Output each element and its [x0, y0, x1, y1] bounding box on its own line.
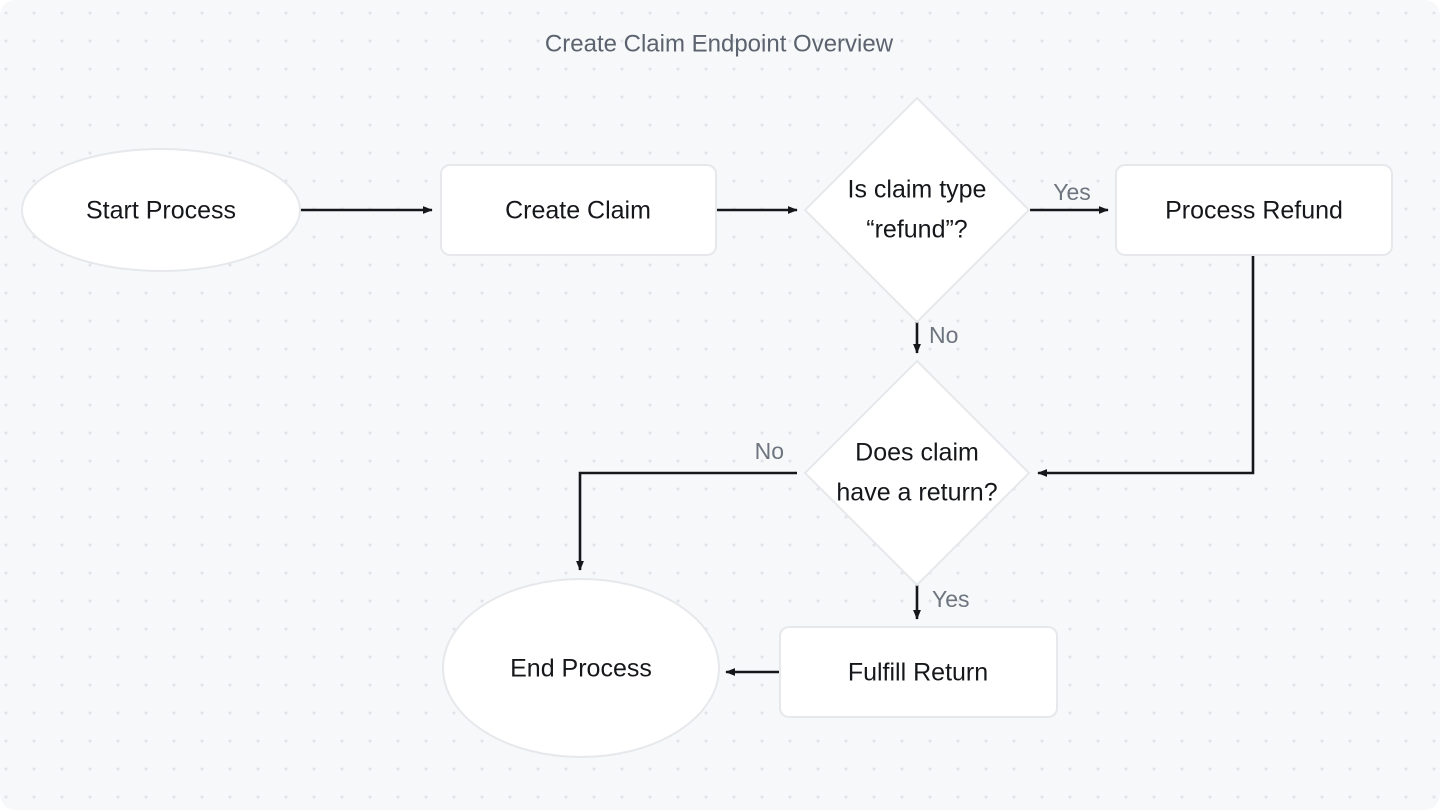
node-create-claim[interactable]: Create Claim: [440, 164, 717, 256]
edge-label-is-refund-yes: Yes: [1053, 179, 1091, 205]
end-process-label: End Process: [510, 655, 652, 683]
node-start-process[interactable]: Start Process: [21, 148, 301, 272]
edge-has-return-no-to-end: [576, 471, 797, 571]
is-refund-label-line2: “refund”?: [866, 216, 967, 244]
start-process-label: Start Process: [86, 197, 236, 225]
is-refund-diamond: [803, 96, 1031, 324]
node-does-claim-have-return[interactable]: Does claim have a return?: [803, 359, 1031, 587]
has-return-label-line1: Does claim: [855, 439, 979, 467]
process-refund-rect: [1115, 164, 1393, 256]
create-claim-label: Create Claim: [505, 197, 651, 225]
create-claim-rect: [440, 164, 717, 256]
end-process-ellipse: [442, 578, 720, 758]
node-fulfill-return[interactable]: Fulfill Return: [779, 626, 1058, 718]
fulfill-return-rect: [779, 626, 1058, 718]
node-is-claim-type-refund[interactable]: Is claim type “refund”?: [803, 96, 1031, 324]
node-end-process[interactable]: End Process: [442, 578, 720, 758]
node-process-refund[interactable]: Process Refund: [1115, 164, 1393, 256]
edge-label-has-return-no: No: [755, 438, 784, 464]
fulfill-return-label: Fulfill Return: [848, 659, 988, 687]
edge-process-refund-to-has-return: [1037, 254, 1255, 477]
edge-label-is-refund-no: No: [929, 322, 958, 348]
process-refund-label: Process Refund: [1165, 197, 1343, 225]
is-refund-label-line1: Is claim type: [848, 176, 987, 204]
edge-label-has-return-yes: Yes: [932, 586, 970, 612]
diagram-title: Create Claim Endpoint Overview: [545, 30, 894, 57]
has-return-label-line2: have a return?: [836, 479, 997, 507]
has-return-diamond: [803, 359, 1031, 587]
start-process-ellipse: [21, 148, 301, 272]
